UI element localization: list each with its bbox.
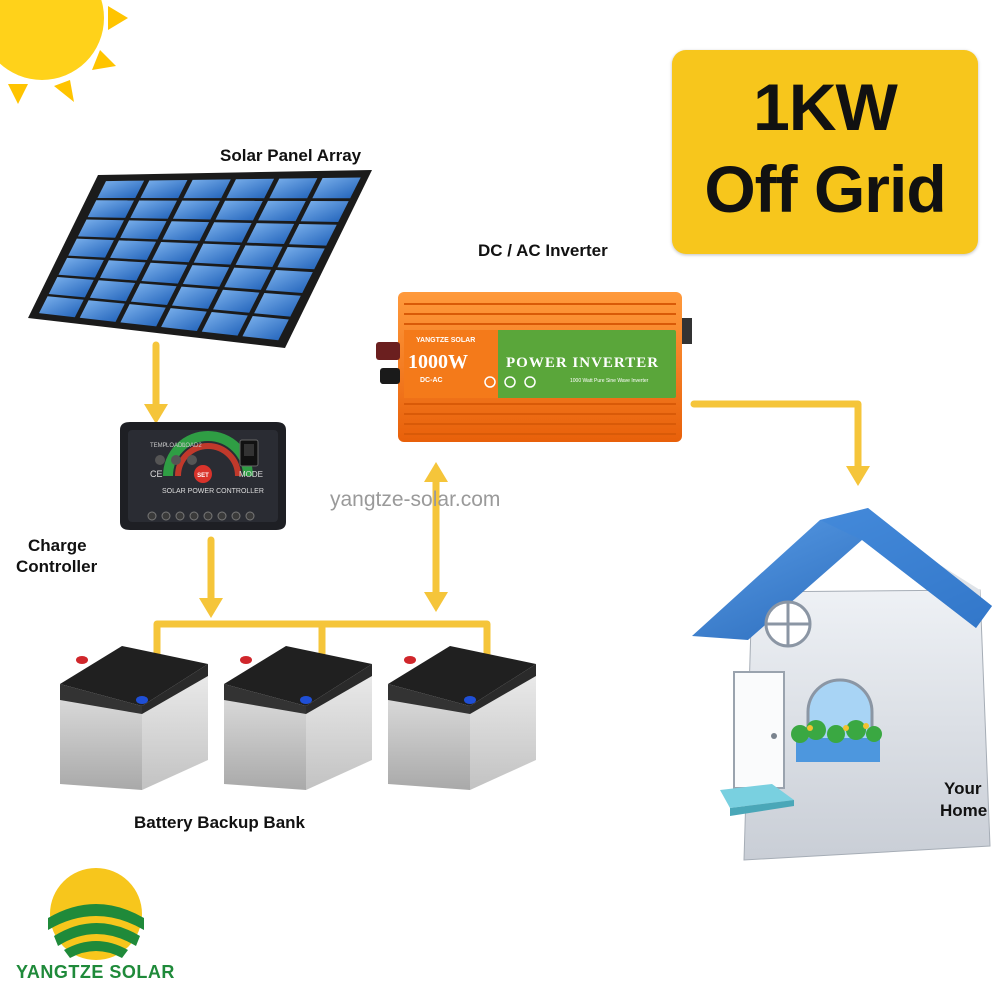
battery-terminal xyxy=(300,696,312,704)
solar-cell xyxy=(312,177,361,199)
solar-cell xyxy=(172,200,220,220)
solar-cell xyxy=(213,289,260,313)
battery-terminal xyxy=(240,656,252,664)
house-icon xyxy=(692,508,992,861)
battery-face xyxy=(388,646,536,706)
solar-cell xyxy=(300,201,349,222)
charge-controller-device: CE TEMP LOAD1 LOAD2 SET MODE SOLAR POWER… xyxy=(120,422,286,530)
solar-cell xyxy=(130,283,177,306)
brand-name: YANGTZE SOLAR xyxy=(16,962,175,982)
battery-face xyxy=(306,664,372,714)
solar-cell xyxy=(39,296,84,318)
solar-cell xyxy=(99,260,146,281)
battery-face xyxy=(224,700,306,790)
solar-cell xyxy=(182,265,230,287)
connection-lines xyxy=(152,341,862,662)
battery-1 xyxy=(60,646,208,790)
charge-controller-label-2: Controller xyxy=(16,557,98,576)
battery-face xyxy=(388,684,470,714)
battery-terminal xyxy=(136,696,148,704)
battery-face xyxy=(224,646,372,706)
solar-cell xyxy=(269,178,318,199)
solar-cell xyxy=(120,304,166,327)
inverter-brand: YANGTZE SOLAR xyxy=(416,337,475,344)
solar-cell xyxy=(77,219,124,238)
inverter-wattage: 1000W xyxy=(408,351,468,373)
battery-face xyxy=(224,684,306,714)
power-inverter-device: YANGTZE SOLAR 1000W DC-AC POWER INVERTER… xyxy=(376,292,692,442)
solar-panel-array xyxy=(28,170,372,348)
controller-led-label-0: TEMP xyxy=(150,443,167,449)
inverter-subtitle: 1000 Watt Pure Sine Wave Inverter xyxy=(570,378,649,384)
battery-face xyxy=(142,664,208,714)
solar-cell xyxy=(193,243,241,265)
solar-cell xyxy=(183,179,231,199)
solar-cell xyxy=(171,286,218,309)
solar-cell xyxy=(68,238,114,258)
inverter-name: POWER INVERTER xyxy=(506,355,659,371)
battery-2 xyxy=(224,646,372,790)
controller-mode-label: MODE xyxy=(239,470,263,479)
title-line-2: Off Grid xyxy=(704,152,946,226)
solar-cell xyxy=(246,223,295,245)
solar-cell xyxy=(215,200,263,221)
battery-terminal xyxy=(76,656,88,664)
battery-bank xyxy=(60,646,536,790)
battery-terminal xyxy=(404,656,416,664)
title-box: 1KW Off Grid xyxy=(672,50,978,254)
inverter-type: DC-AC xyxy=(420,377,443,384)
battery-face xyxy=(470,664,536,714)
solar-cell xyxy=(120,220,167,240)
solar-cell xyxy=(48,277,94,298)
sun-icon xyxy=(0,0,128,104)
battery-face xyxy=(60,700,142,790)
solar-cell xyxy=(141,262,188,284)
controller-led-label-2: LOAD2 xyxy=(182,443,202,449)
battery-face xyxy=(388,700,470,790)
home-label-2: Home xyxy=(940,801,988,820)
battery-face xyxy=(60,684,142,714)
solar-cell xyxy=(201,312,248,336)
solar-cell xyxy=(204,222,252,243)
solar-cell xyxy=(235,245,283,267)
inverter-label: DC / AC Inverter xyxy=(478,241,608,260)
solar-cell xyxy=(87,200,135,218)
watermark-text: yangtze-solar.com xyxy=(330,488,501,511)
solar-cell xyxy=(161,308,207,332)
set-button-icon xyxy=(194,465,212,483)
solar-cell xyxy=(265,269,313,293)
solar-cell xyxy=(140,179,188,199)
solar-cell xyxy=(151,242,199,263)
solar-cell xyxy=(110,240,157,260)
solar-cell xyxy=(226,178,275,199)
solar-cell xyxy=(97,180,145,199)
solar-cell xyxy=(89,280,136,302)
svg-text:CE: CE xyxy=(150,469,163,479)
solar-cell xyxy=(289,224,337,246)
solar-cell xyxy=(258,200,306,222)
solar-cell xyxy=(224,267,271,290)
controller-set-label: SET xyxy=(197,473,209,479)
charge-controller-label-1: Charge xyxy=(28,536,87,555)
solar-cell xyxy=(254,292,301,317)
battery-3 xyxy=(388,646,536,790)
battery-face xyxy=(60,646,208,706)
home-label-1: Your xyxy=(944,779,982,798)
brand-logo-icon xyxy=(48,868,144,960)
controller-led-label-1: LOAD1 xyxy=(166,443,186,449)
arrow-heads xyxy=(144,404,870,618)
title-line-1: 1KW xyxy=(753,70,898,144)
solar-cell xyxy=(58,257,104,278)
solar-cell xyxy=(79,300,125,322)
solar-cell xyxy=(162,221,210,241)
solar-cell xyxy=(277,247,325,270)
controller-name: SOLAR POWER CONTROLLER xyxy=(162,488,264,495)
solar-cell xyxy=(130,200,177,219)
solar-panel-label: Solar Panel Array xyxy=(220,146,362,165)
solar-cell xyxy=(242,315,289,341)
battery-bank-label: Battery Backup Bank xyxy=(134,813,306,832)
inverter-terminals xyxy=(376,318,692,384)
battery-terminal xyxy=(464,696,476,704)
